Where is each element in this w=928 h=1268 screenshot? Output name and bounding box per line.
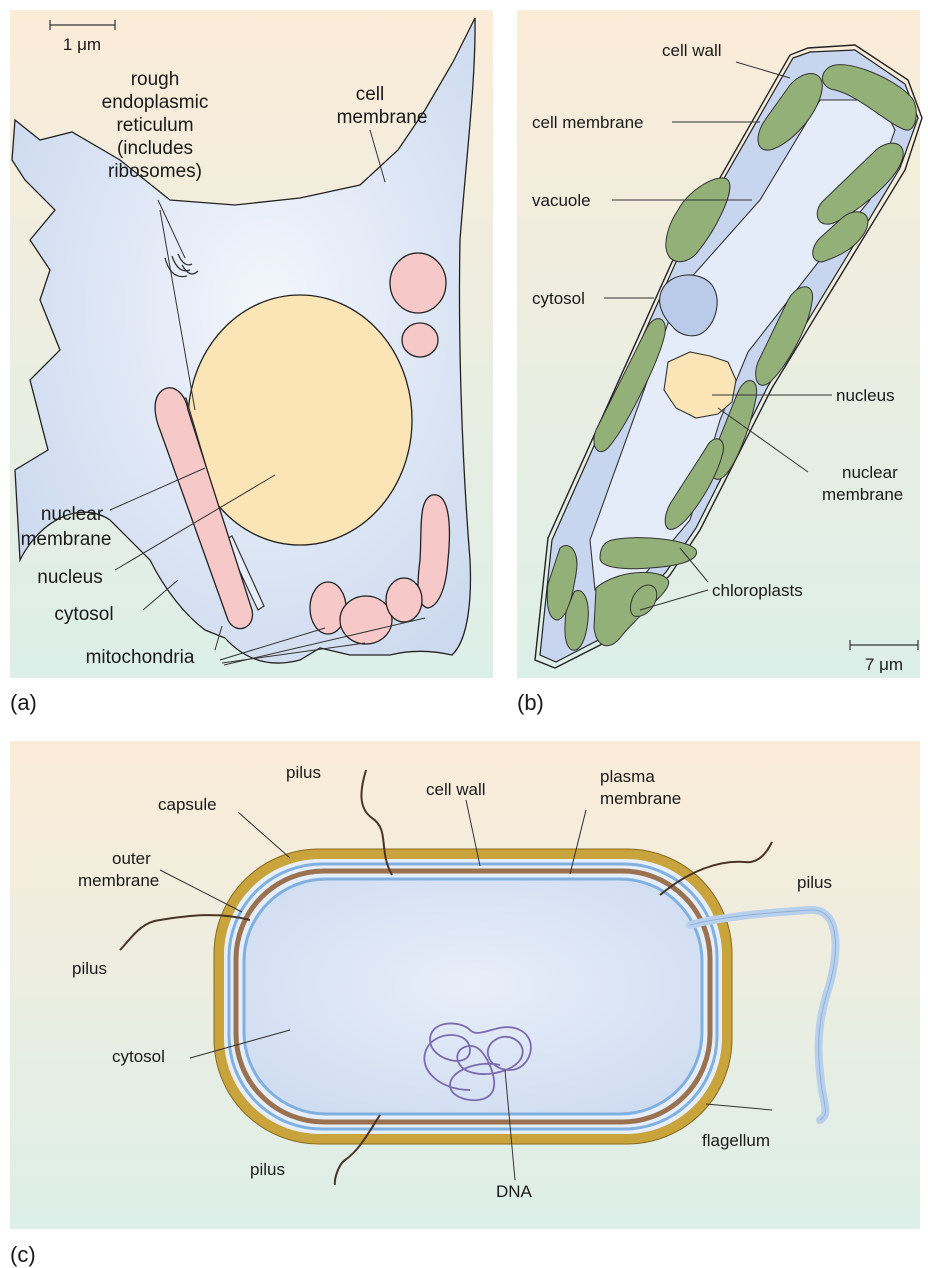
panel-letter-c: (c) bbox=[10, 1242, 36, 1267]
label-rough-er-3: reticulum bbox=[116, 115, 193, 136]
mitochondrion bbox=[340, 596, 392, 644]
label-cell-membrane-2: membrane bbox=[337, 107, 428, 128]
label-nuclear-membrane-2: membrane bbox=[21, 529, 112, 550]
label-mitochondria: mitochondria bbox=[86, 647, 195, 668]
panel-a: 1 μm rough endoplasmic reticulum (includ… bbox=[10, 10, 493, 678]
scale-label-a: 1 μm bbox=[63, 35, 101, 54]
label-outer-membrane-1: outer bbox=[112, 849, 151, 868]
label-rough-er-4: (includes bbox=[117, 138, 193, 159]
label-cell-wall-b: cell wall bbox=[662, 41, 722, 60]
scale-label-b: 7 μm bbox=[865, 655, 903, 674]
label-rough-er-2: endoplasmic bbox=[102, 92, 209, 113]
label-pilus-left: pilus bbox=[72, 959, 107, 978]
label-dna: DNA bbox=[496, 1182, 533, 1201]
mitochondrion bbox=[402, 323, 438, 357]
label-pilus-bottom: pilus bbox=[250, 1160, 285, 1179]
label-nuclear-membrane-1: nuclear bbox=[41, 504, 104, 525]
label-cytosol-b: cytosol bbox=[532, 289, 585, 308]
panel-c: pilus cell wall plasma membrane capsule … bbox=[10, 741, 920, 1229]
label-plasma-membrane-1: plasma bbox=[600, 767, 655, 786]
label-rough-er-1: rough bbox=[131, 69, 180, 90]
label-cell-membrane-1: cell bbox=[356, 84, 385, 105]
label-flagellum: flagellum bbox=[702, 1131, 770, 1150]
label-cytosol-c: cytosol bbox=[112, 1047, 165, 1066]
animal-nucleus bbox=[188, 295, 412, 545]
label-cell-membrane-b: cell membrane bbox=[532, 113, 644, 132]
panel-letter-a: (a) bbox=[10, 690, 37, 715]
label-nucleus-b: nucleus bbox=[836, 386, 895, 405]
label-plasma-membrane-2: membrane bbox=[600, 789, 681, 808]
label-pilus-top: pilus bbox=[286, 763, 321, 782]
label-nuclear-membrane-b-2: membrane bbox=[822, 485, 903, 504]
panel-letter-b: (b) bbox=[517, 690, 544, 715]
label-pilus-right: pilus bbox=[797, 873, 832, 892]
label-chloroplasts: chloroplasts bbox=[712, 581, 803, 600]
label-nucleus: nucleus bbox=[37, 567, 103, 588]
label-rough-er-5: ribosomes) bbox=[108, 161, 202, 182]
label-cytosol: cytosol bbox=[54, 604, 113, 625]
panel-b: 7 μm cell wall cell membrane vacuole cyt… bbox=[517, 10, 922, 678]
label-capsule: capsule bbox=[158, 795, 217, 814]
label-nuclear-membrane-b-1: nuclear bbox=[842, 463, 898, 482]
label-cell-wall-c: cell wall bbox=[426, 780, 486, 799]
label-vacuole: vacuole bbox=[532, 191, 591, 210]
plasma-membrane-band bbox=[244, 879, 702, 1114]
mitochondrion bbox=[386, 578, 422, 622]
mitochondrion bbox=[390, 253, 446, 313]
label-outer-membrane-2: membrane bbox=[78, 871, 159, 890]
